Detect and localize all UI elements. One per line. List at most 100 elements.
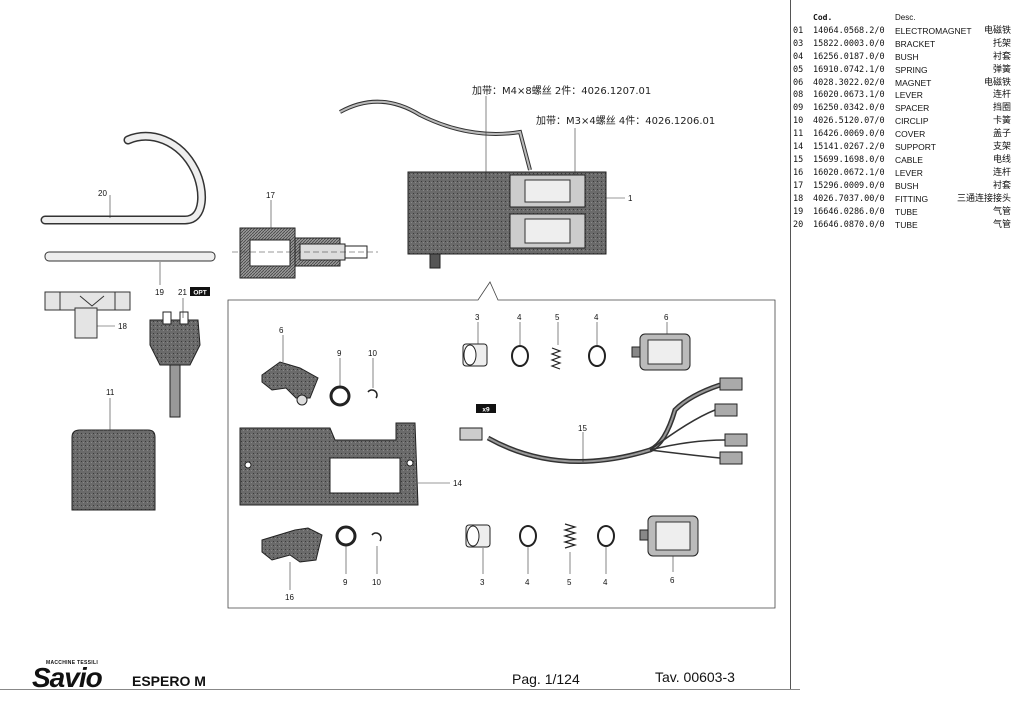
part-10-circlip-bottom [371, 532, 382, 574]
part-code: 16256.0187.0/0 [813, 51, 885, 62]
part-description-en: BUSH [895, 51, 919, 62]
machine-model: ESPERO M [132, 673, 206, 689]
part-10-circlip-top [367, 358, 378, 399]
part-description-en: MAGNET [895, 77, 932, 88]
part-description: CABLE 电线 [895, 154, 1011, 167]
footer-rule [0, 689, 800, 690]
header-num [793, 12, 813, 25]
part-description-zh: 支架 [992, 142, 1011, 153]
callout-6a: 6 [664, 313, 669, 322]
part-description-zh: 卡簧 [992, 116, 1011, 127]
callout-10b: 10 [372, 578, 381, 587]
parts-row: 15 15699.1698.0/0 CABLE 电线 [793, 154, 1011, 167]
part-code: 15822.0003.0/0 [813, 38, 885, 49]
part-description-en: TUBE [895, 206, 918, 217]
part-number: 14 [793, 142, 804, 153]
part-number: 17 [793, 180, 804, 191]
part-16-lever [261, 527, 323, 590]
callout-3b: 3 [480, 578, 485, 587]
detail-frame [227, 281, 776, 609]
part-14-support [239, 422, 450, 506]
part-description-zh: 挡圈 [992, 103, 1011, 114]
part-code: 16426.0069.0/0 [813, 129, 885, 140]
table-reference: Tav. 00603-3 [655, 669, 735, 685]
callout-11: 11 [106, 388, 115, 397]
callout-10a: 10 [368, 349, 377, 358]
callout-17: 17 [266, 191, 275, 200]
part-description-zh: 托架 [992, 38, 1011, 49]
part-number: 09 [793, 103, 804, 114]
part-code: 15296.0009.0/0 [813, 180, 885, 191]
part-code: 15699.1698.0/0 [813, 154, 885, 165]
part-code: 16250.0342.0/0 [813, 103, 885, 114]
part-description-en: FITTING [895, 193, 929, 204]
part-description-zh: 弹簧 [992, 64, 1011, 75]
callout-14: 14 [453, 479, 462, 488]
part-code: 16646.0286.0/0 [813, 206, 885, 217]
part-20-tube [40, 131, 207, 225]
part-18-fitting [44, 291, 131, 339]
callout-9a: 9 [337, 349, 342, 358]
header-desc: Desc. [895, 13, 916, 22]
part-3-bush-bottom [465, 524, 491, 574]
part-4-bush-top-a [511, 322, 529, 367]
opt-badge-text: OPT [193, 290, 206, 297]
part-number: 19 [793, 206, 804, 217]
page-number: Pag. 1/124 [512, 671, 580, 687]
callout-5a: 5 [555, 313, 560, 322]
part-description: BUSH 衬套 [895, 180, 1011, 193]
part-description: MAGNET 电磁铁 [895, 77, 1011, 90]
part-description-zh: 衬套 [992, 180, 1011, 191]
part-code: 4026.5120.07/0 [813, 116, 885, 127]
screw-note-m4: 加带：M4×8螺丝 2件：4026.1207.01 [472, 86, 652, 97]
part-description-en: CABLE [895, 154, 923, 165]
callout-5b: 5 [567, 578, 572, 587]
part-description-en: TUBE [895, 219, 918, 230]
part-description-en: ELECTROMAGNET [895, 25, 972, 36]
header-code: Cod. [813, 13, 833, 22]
part-1-electromagnet [339, 96, 625, 269]
part-19-tube [44, 251, 216, 285]
part-number: 20 [793, 219, 804, 230]
part-4-bush-bottom-a [519, 525, 537, 574]
part-description-en: BUSH [895, 180, 919, 191]
part-number: 15 [793, 154, 804, 165]
part-description-zh: 连杆 [992, 167, 1011, 178]
part-description-zh: 电线 [992, 154, 1011, 165]
part-5-spring-top [550, 322, 562, 370]
part-5-spring-bottom [562, 523, 578, 574]
screw-note-m3: 加带：M3×4螺丝 4件：4026.1206.01 [536, 116, 716, 127]
part-4-bush-bottom-b [597, 525, 615, 574]
part-number: 11 [793, 129, 804, 140]
part-code: 16020.0672.1/0 [813, 167, 885, 178]
part-description-en: COVER [895, 129, 926, 140]
callout-15: 15 [578, 424, 587, 433]
opt-badge [190, 287, 210, 296]
part-6-magnet-top [631, 322, 691, 371]
callout-21: 21 [178, 288, 187, 297]
part-description-zh: 电磁铁 [983, 77, 1011, 88]
exploded-parts-drawing: OPT x9 1 17 20 19 21 18 11 3 4 5 4 6 6 9… [40, 96, 776, 609]
part-number: 03 [793, 38, 804, 49]
callout-16: 16 [285, 593, 294, 602]
part-4-bush-top-b [588, 322, 606, 367]
parts-row: 17 15296.0009.0/0 BUSH 衬套 [793, 180, 1011, 193]
part-description-zh: 连杆 [992, 90, 1011, 101]
callout-3a: 3 [475, 313, 480, 322]
